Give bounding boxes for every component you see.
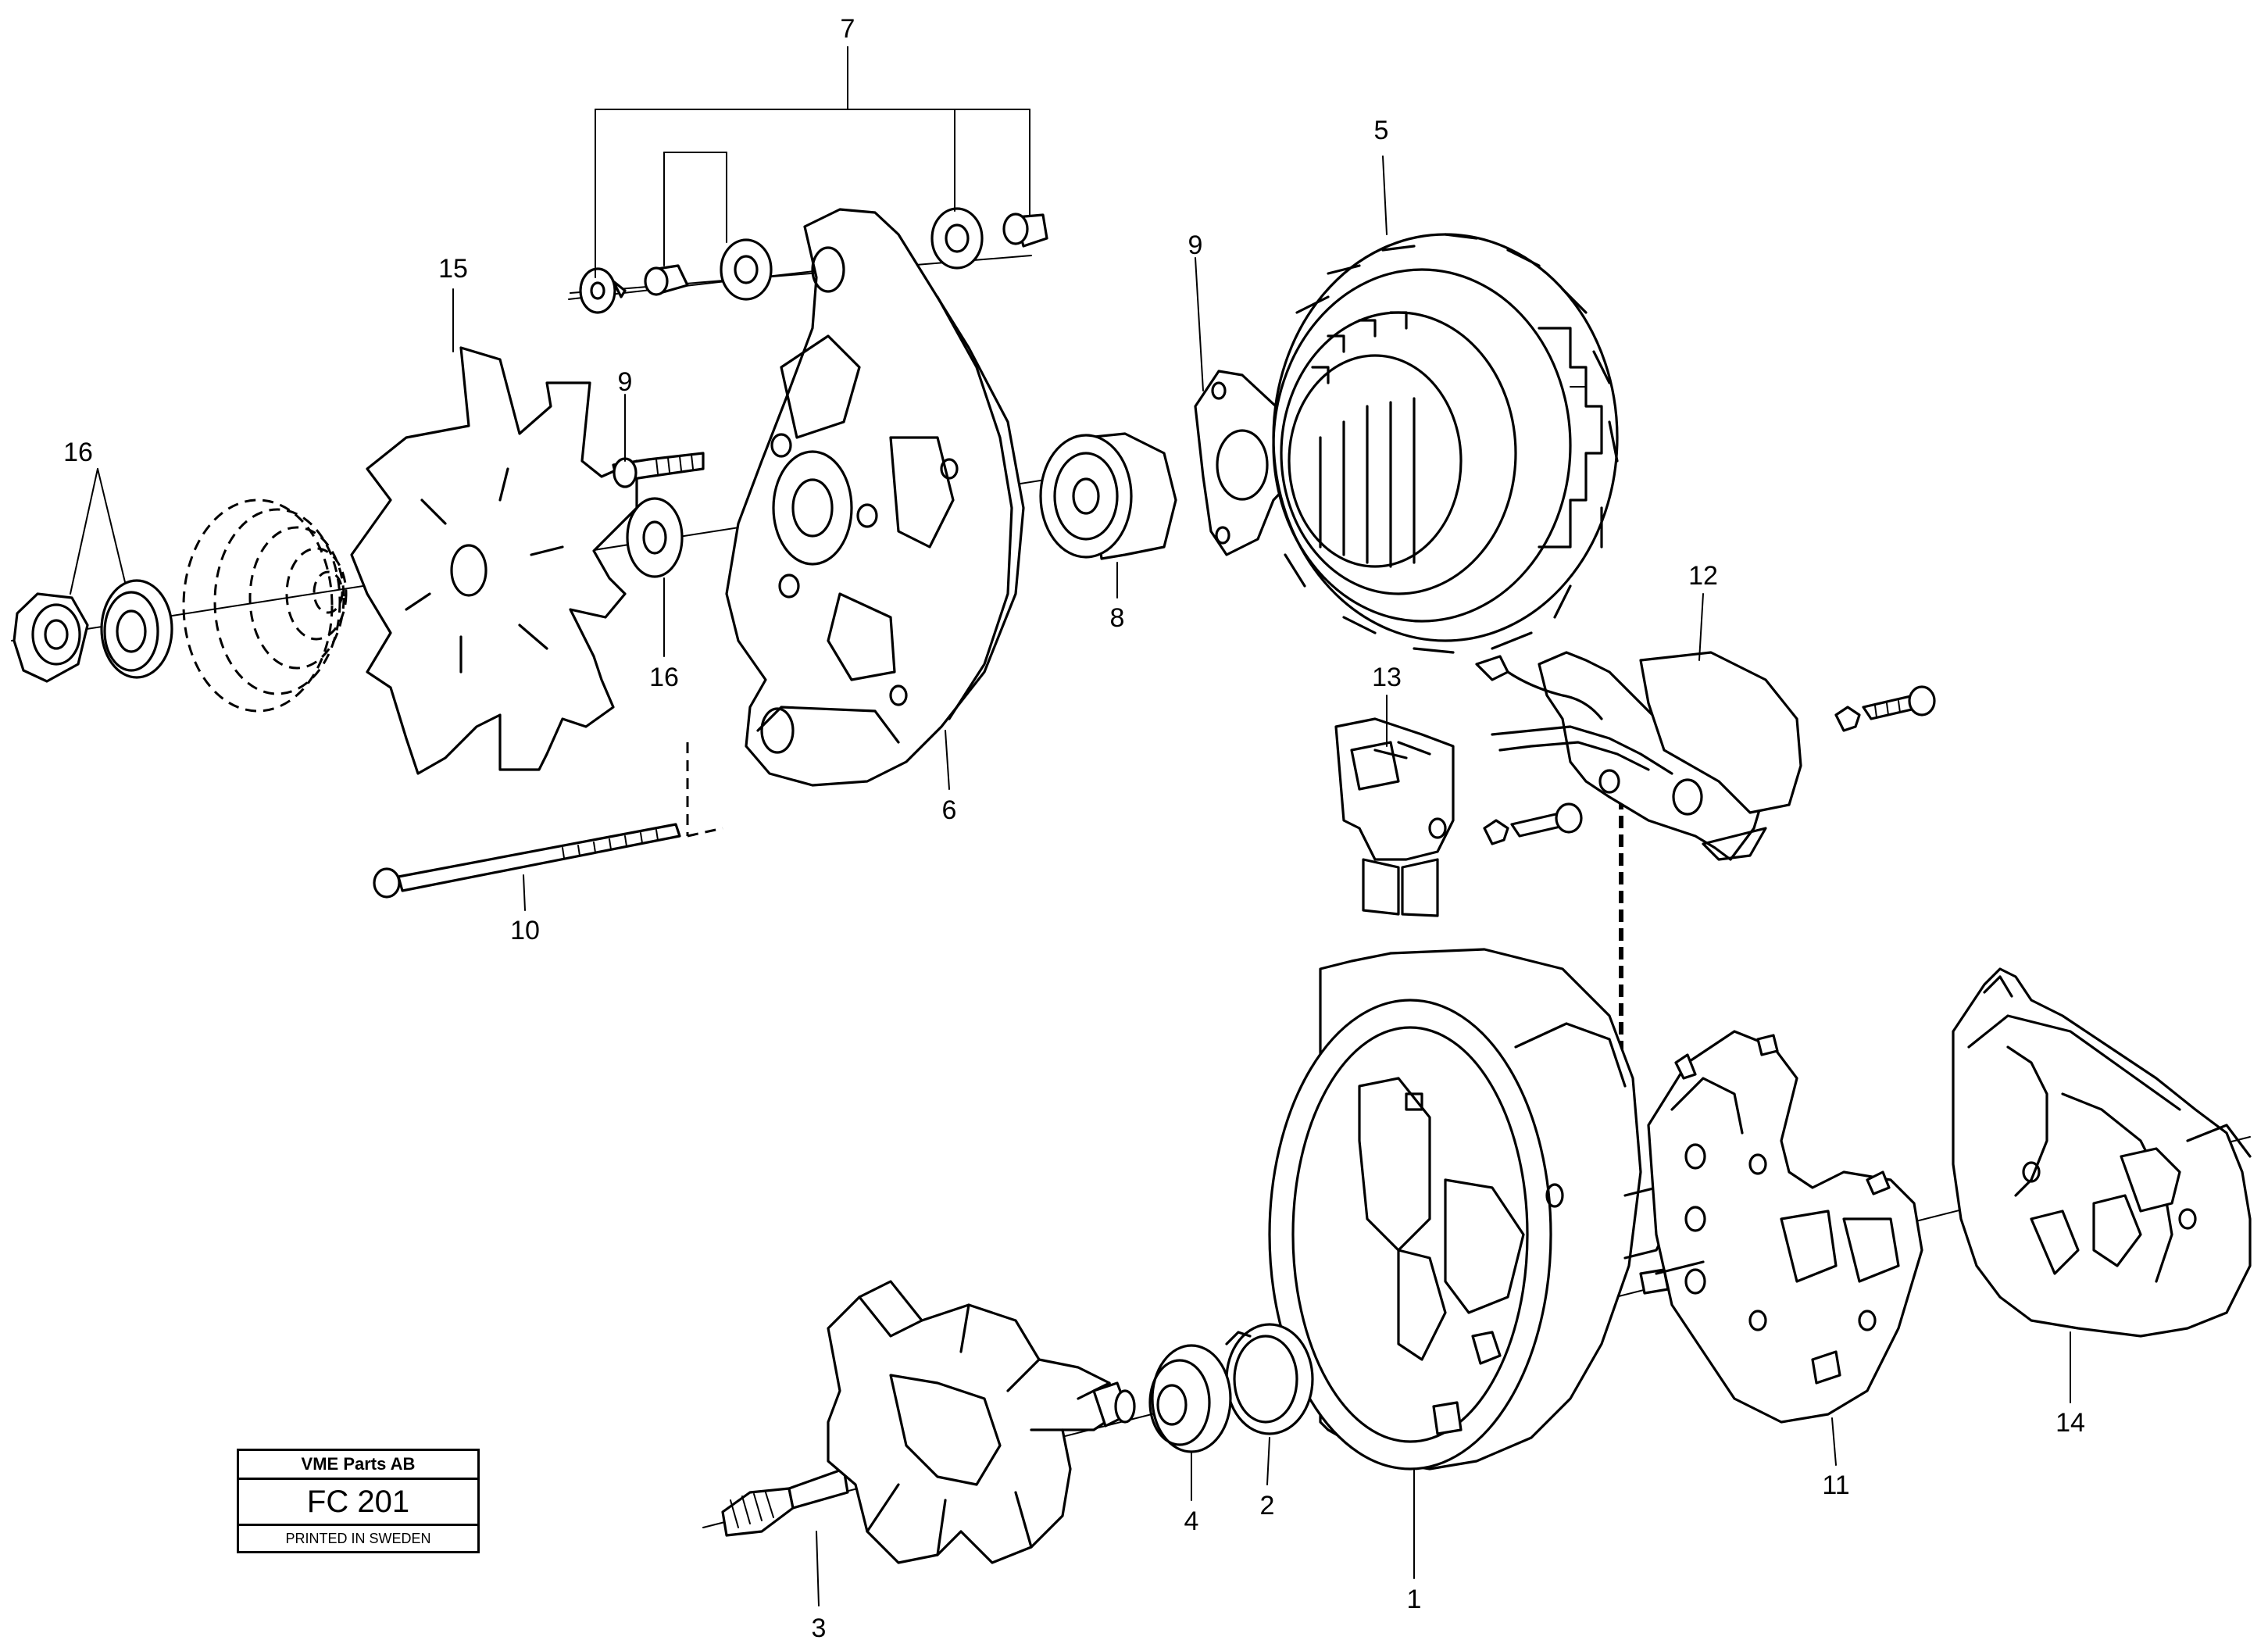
callout-numbers: 1 2 3 4 5 6 7 8 9 9 10 11 12 13 14 15 16… <box>63 14 2085 1643</box>
callout-9-plate: 9 <box>1188 230 1203 260</box>
part-10-long-bolt <box>373 823 681 899</box>
callout-4: 4 <box>1184 1506 1199 1536</box>
pulley-dashed <box>182 499 348 713</box>
part-1-slip-ring-end-shield <box>1268 948 1673 1471</box>
callout-2: 2 <box>1260 1491 1275 1521</box>
part-16-nut-washer <box>13 579 173 683</box>
part-6-drive-end-shield <box>725 208 1025 787</box>
part-15-fan <box>350 346 638 775</box>
callout-11: 11 <box>1822 1471 1849 1500</box>
part-9-screw <box>612 452 705 488</box>
callout-12: 12 <box>1688 561 1718 591</box>
callout-7: 7 <box>841 14 855 44</box>
callout-16-washer: 16 <box>649 663 679 692</box>
callout-14: 14 <box>2055 1408 2085 1438</box>
title-block: VME Parts AB FC 201 PRINTED IN SWEDEN <box>237 1449 480 1553</box>
title-code: FC 201 <box>239 1480 477 1526</box>
callout-5: 5 <box>1374 116 1389 145</box>
callout-6: 6 <box>942 795 957 825</box>
callout-15: 15 <box>438 254 468 284</box>
title-company: VME Parts AB <box>239 1451 477 1480</box>
part-3-rotor <box>721 1280 1136 1564</box>
callout-16-left: 16 <box>63 438 93 467</box>
part-8-bearing <box>1039 432 1177 560</box>
part-13-brush-holder <box>1334 717 1455 917</box>
title-printed: PRINTED IN SWEDEN <box>285 1531 431 1546</box>
callout-1: 1 <box>1407 1585 1422 1614</box>
callout-13: 13 <box>1372 663 1402 692</box>
callout-10: 10 <box>510 916 540 945</box>
callout-3: 3 <box>812 1613 827 1643</box>
part-5-stator <box>1272 233 1619 654</box>
part-4-bearing <box>1148 1344 1232 1453</box>
callout-9-screw: 9 <box>618 367 633 397</box>
part-11-rectifier <box>1639 1030 1923 1424</box>
part-7-bushings <box>568 207 1048 314</box>
part-12-regulator <box>1475 651 1936 861</box>
callout-8: 8 <box>1110 603 1125 633</box>
part-16-washer <box>626 497 684 578</box>
leader-lines <box>70 46 2071 1606</box>
part-2-spacer-ring <box>1225 1323 1314 1435</box>
part-14-cover <box>1952 967 2252 1338</box>
